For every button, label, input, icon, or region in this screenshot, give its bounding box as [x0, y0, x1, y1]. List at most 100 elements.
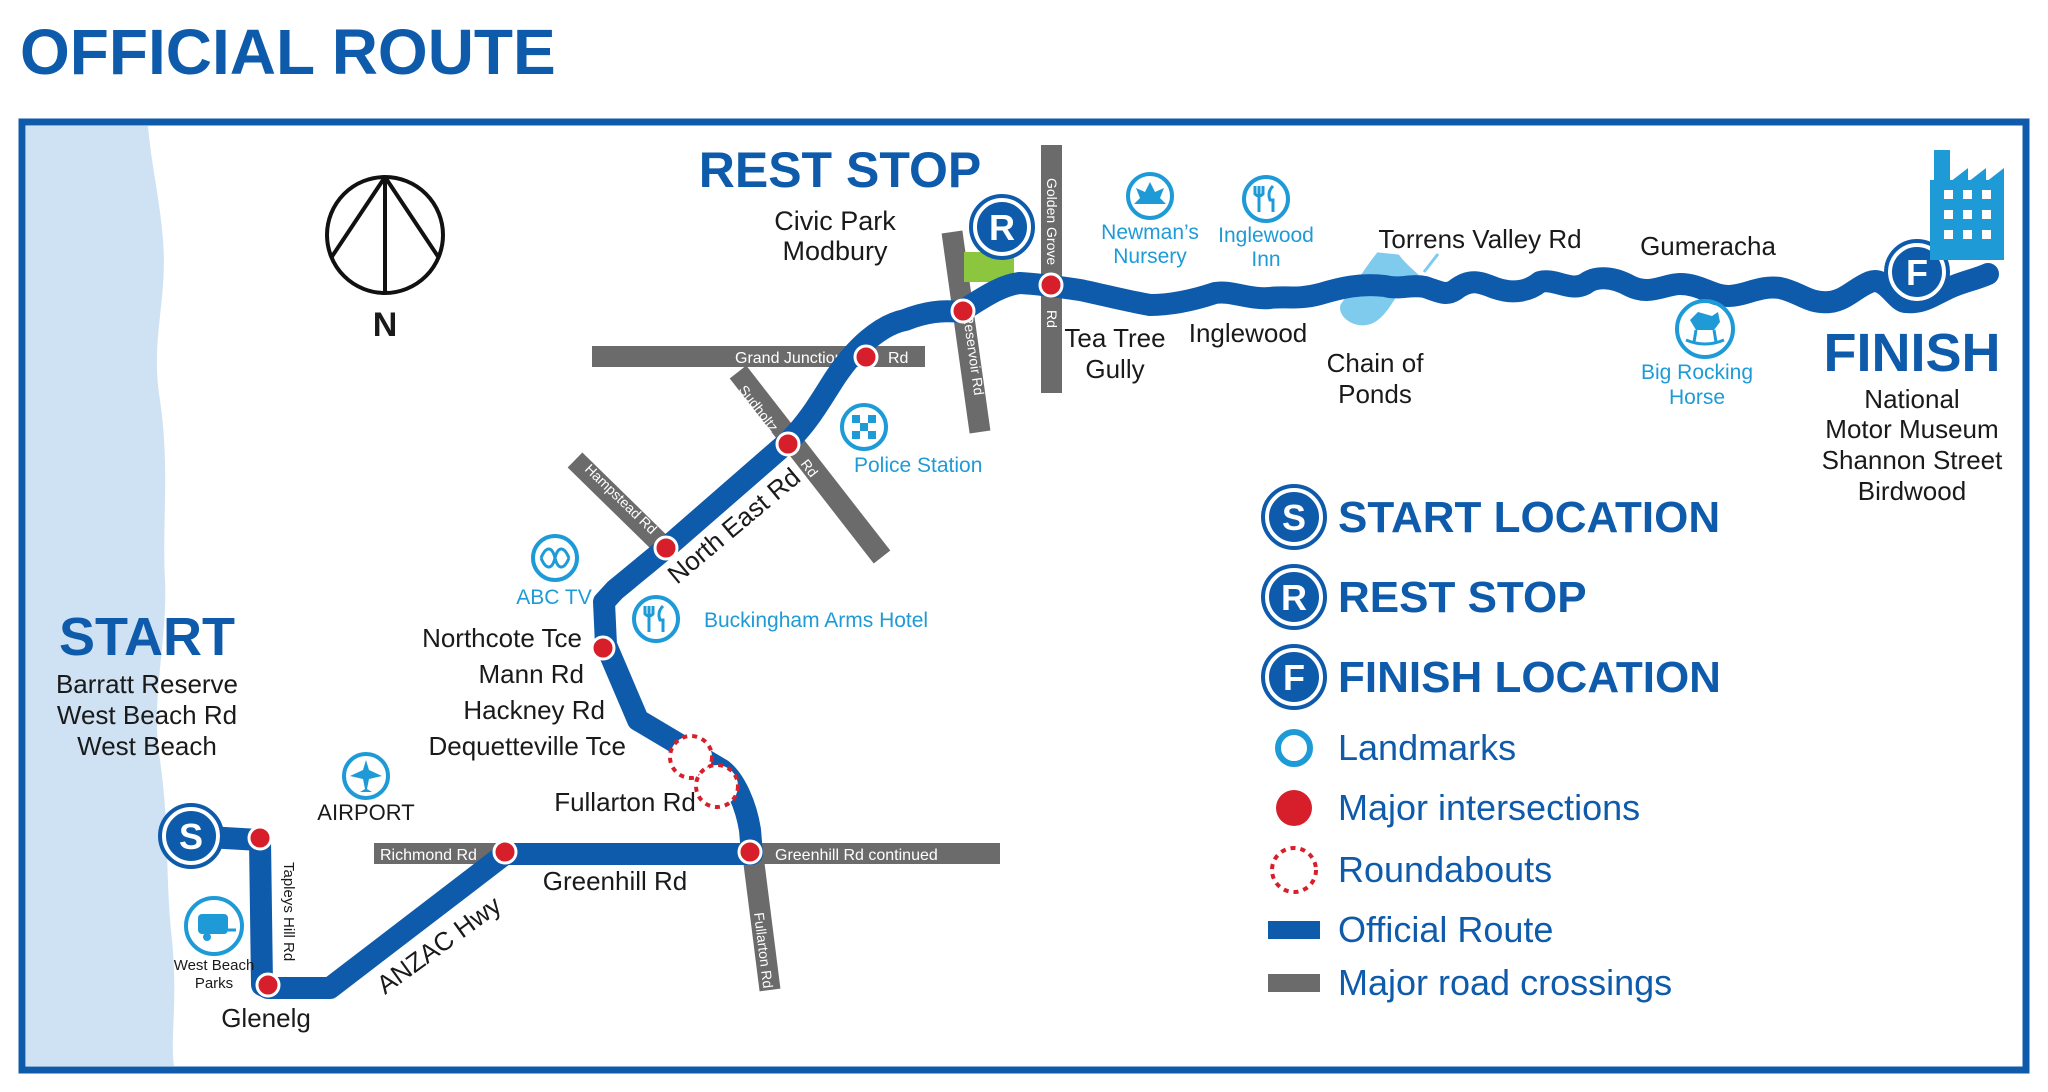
finish-heading: FINISH: [1823, 323, 2000, 383]
road-label-grand-junction: Grand Junction: [735, 350, 844, 367]
leaf-icon: [1126, 172, 1174, 220]
legend-red-dot-icon: [1276, 790, 1312, 826]
compass-label: N: [373, 306, 398, 344]
motor-museum-building-icon: [1930, 150, 2004, 260]
legend-landmark-circle-icon: [1275, 729, 1313, 767]
landmark-big-rocking-label-1: Big Rocking: [1641, 361, 1753, 384]
place-chain-of-ponds-2: Ponds: [1338, 379, 1412, 409]
landmark-inglewood-inn[interactable]: Inglewood Inn: [1218, 175, 1314, 271]
landmark-inglewood-inn-label-1: Inglewood: [1218, 224, 1314, 247]
road-hampstead: [567, 452, 678, 561]
finish-marker-letter: F: [1906, 252, 1928, 293]
legend-finish-label: FINISH LOCATION: [1338, 653, 1721, 702]
north-compass: N: [325, 175, 445, 344]
legend-route-label: Official Route: [1338, 909, 1553, 950]
road-label-tapleys-hill: Tapleys Hill Rd: [280, 862, 297, 961]
police-chequered-icon: [840, 403, 888, 451]
landmark-newmans-label-2: Nursery: [1113, 245, 1187, 268]
legend-start-marker: S: [1282, 497, 1306, 538]
intersection-dot: [950, 298, 976, 324]
road-label-hackney: Hackney Rd: [463, 695, 605, 725]
road-golden-grove: [1041, 145, 1062, 393]
landmark-big-rocking-horse[interactable]: Big Rocking Horse: [1641, 299, 1753, 409]
start-marker[interactable]: S: [158, 803, 224, 869]
roundabout-marker: [694, 763, 740, 809]
landmark-newmans-label-1: Newman’s: [1101, 221, 1199, 244]
landmark-abc-tv-label: ABC TV: [516, 586, 591, 609]
road-reservoir: [941, 230, 991, 434]
legend-finish: F FINISH LOCATION: [1261, 644, 1721, 710]
intersection-dot: [492, 839, 518, 865]
intersection-dot: [1038, 272, 1064, 298]
intersection-dot: [247, 825, 273, 851]
road-label-dequetteville: Dequetteville Tce: [428, 731, 626, 761]
rest-stop-marker-letter: R: [989, 207, 1015, 248]
official-route-line: [179, 263, 1999, 999]
cutlery-icon: [1242, 175, 1290, 223]
place-gumeracha: Gumeracha: [1640, 231, 1776, 261]
landmark-west-beach-label-1: West Beach: [174, 957, 255, 974]
map-frame: [18, 118, 2030, 1074]
landmark-west-beach-label-2: Parks: [195, 975, 233, 992]
roundabout-marker: [668, 734, 714, 780]
legend-start-label: START LOCATION: [1338, 493, 1720, 542]
start-line-1: Barratt Reserve: [56, 669, 238, 699]
cutlery-icon: [632, 595, 680, 643]
major-intersections: [247, 272, 1064, 998]
road-label-golden-grove-rd: Rd: [1044, 310, 1060, 328]
intersection-dot: [775, 431, 801, 457]
sea-area: [26, 126, 175, 1066]
intersection-dot: [737, 839, 763, 865]
road-label-fullarton-main: Fullarton Rd: [554, 787, 696, 817]
finish-line-1: National: [1864, 384, 1959, 414]
place-glenelg: Glenelg: [221, 1003, 311, 1033]
legend-landmarks-label: Landmarks: [1338, 727, 1516, 768]
road-label-golden-grove: Golden Grove: [1044, 178, 1060, 265]
road-label-greenhill-continued: Greenhill Rd continued: [775, 847, 938, 864]
road-label-mann: Mann Rd: [479, 659, 585, 689]
landmark-airport[interactable]: AIRPORT: [317, 752, 415, 825]
finish-line-2: Motor Museum: [1825, 414, 1998, 444]
abc-tv-icon: [531, 534, 579, 582]
page-title: OFFICIAL ROUTE: [20, 16, 556, 88]
start-heading: START: [59, 607, 235, 667]
landmark-buckingham-label: Buckingham Arms Hotel: [704, 609, 928, 632]
legend-dotted-circle-icon: [1270, 846, 1318, 894]
road-label-northcote: Northcote Tce: [422, 623, 582, 653]
legend-rest: R REST STOP: [1261, 564, 1587, 630]
place-tea-tree-2: Gully: [1085, 354, 1144, 384]
landmark-abc-tv[interactable]: ABC TV: [516, 534, 592, 609]
legend-roundabouts-label: Roundabouts: [1338, 849, 1552, 890]
road-label-richmond: Richmond Rd: [380, 847, 477, 864]
road-label-grand-junction-rd: Rd: [888, 350, 908, 367]
place-inglewood: Inglewood: [1189, 318, 1308, 348]
landmark-big-rocking-label-2: Horse: [1669, 386, 1725, 409]
rest-stop-marker[interactable]: R: [969, 194, 1035, 260]
legend-roads-label: Major road crossings: [1338, 962, 1672, 1003]
legend-intersections-label: Major intersections: [1338, 787, 1640, 828]
finish-line-3: Shannon Street: [1822, 445, 2003, 475]
landmark-police-station[interactable]: Police Station: [840, 403, 982, 477]
legend-start: S START LOCATION: [1261, 484, 1720, 550]
intersection-dot: [255, 972, 281, 998]
start-marker-letter: S: [179, 816, 203, 857]
landmark-newmans-nursery[interactable]: Newman’s Nursery: [1101, 172, 1199, 268]
caravan-icon: [184, 896, 244, 956]
legend: S START LOCATION R REST STOP F FINISH LO…: [1261, 484, 1721, 1003]
landmark-buckingham-arms[interactable]: Buckingham Arms Hotel: [632, 595, 928, 643]
start-line-3: West Beach: [77, 731, 217, 761]
road-label-greenhill: Greenhill Rd: [543, 866, 688, 896]
airplane-icon: [342, 752, 390, 800]
legend-grey-bar-icon: [1268, 974, 1320, 992]
legend-rest-label: REST STOP: [1338, 573, 1587, 622]
landmark-airport-label: AIRPORT: [317, 800, 414, 825]
rest-stop-line-2: Modbury: [782, 236, 888, 266]
place-chain-of-ponds-1: Chain of: [1327, 348, 1425, 378]
place-torrens-valley: Torrens Valley Rd: [1378, 224, 1581, 254]
start-line-2: West Beach Rd: [57, 700, 237, 730]
intersection-dot: [653, 535, 679, 561]
rest-stop-line-1: Civic Park: [774, 206, 896, 236]
landmark-west-beach-parks[interactable]: West Beach Parks: [174, 896, 255, 992]
legend-blue-bar-icon: [1268, 921, 1320, 939]
